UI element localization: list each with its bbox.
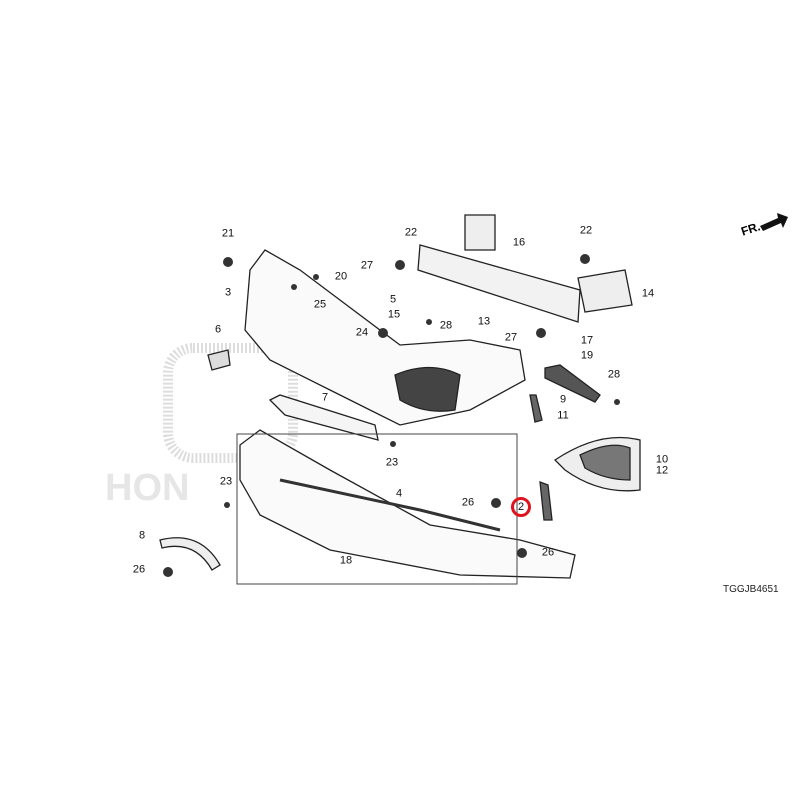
callout-14[interactable]: 14 <box>641 287 655 300</box>
callout-8[interactable]: 8 <box>138 529 146 542</box>
callout-24[interactable]: 24 <box>355 326 369 339</box>
diagram-code: TGGJB4651 <box>723 584 779 595</box>
molding-8 <box>159 537 221 571</box>
callout-12[interactable]: 12 <box>655 464 669 477</box>
callout-27b[interactable]: 27 <box>504 331 518 344</box>
callout-3[interactable]: 3 <box>224 286 232 299</box>
callout-13[interactable]: 13 <box>477 315 491 328</box>
lower-bumper <box>239 429 576 579</box>
callout-16[interactable]: 16 <box>512 236 526 249</box>
callout-19[interactable]: 19 <box>580 349 594 362</box>
callout-20[interactable]: 20 <box>334 270 348 283</box>
callout-26b[interactable]: 26 <box>541 546 555 559</box>
callout-26[interactable]: 26 <box>461 496 475 509</box>
callout-21[interactable]: 21 <box>221 227 235 240</box>
side-spacer-6 <box>207 349 231 371</box>
part-9 <box>529 394 543 423</box>
callout-26c[interactable]: 26 <box>132 563 146 576</box>
callout-28b[interactable]: 28 <box>607 368 621 381</box>
callout-7[interactable]: 7 <box>321 391 329 404</box>
callout-27[interactable]: 27 <box>360 259 374 272</box>
callout-17[interactable]: 17 <box>580 334 594 347</box>
callout-6[interactable]: 6 <box>214 323 222 336</box>
bumper-reinforcement <box>417 244 581 323</box>
part-2 <box>539 481 553 521</box>
absorber-7 <box>268 394 379 441</box>
callout-15[interactable]: 15 <box>387 308 401 321</box>
callout-4[interactable]: 4 <box>395 487 403 500</box>
callout-28[interactable]: 28 <box>439 319 453 332</box>
callout-23b[interactable]: 23 <box>219 475 233 488</box>
callout-25[interactable]: 25 <box>313 298 327 311</box>
callout-22b[interactable]: 22 <box>579 224 593 237</box>
callout-22[interactable]: 22 <box>404 226 418 239</box>
front-arrow-icon <box>760 213 788 231</box>
callout-2-highlighted[interactable]: 2 <box>511 497 531 517</box>
bracket-16 <box>464 214 496 251</box>
callout-23[interactable]: 23 <box>385 456 399 469</box>
callout-9[interactable]: 9 <box>559 393 567 406</box>
bracket-14 <box>577 269 633 313</box>
callout-18[interactable]: 18 <box>339 554 353 567</box>
callout-11[interactable]: 11 <box>557 409 569 422</box>
bracket-19 <box>544 364 601 403</box>
callout-10[interactable]: 10 <box>655 453 669 466</box>
svg-text:HON: HON <box>105 467 189 509</box>
callout-5[interactable]: 5 <box>389 293 397 306</box>
